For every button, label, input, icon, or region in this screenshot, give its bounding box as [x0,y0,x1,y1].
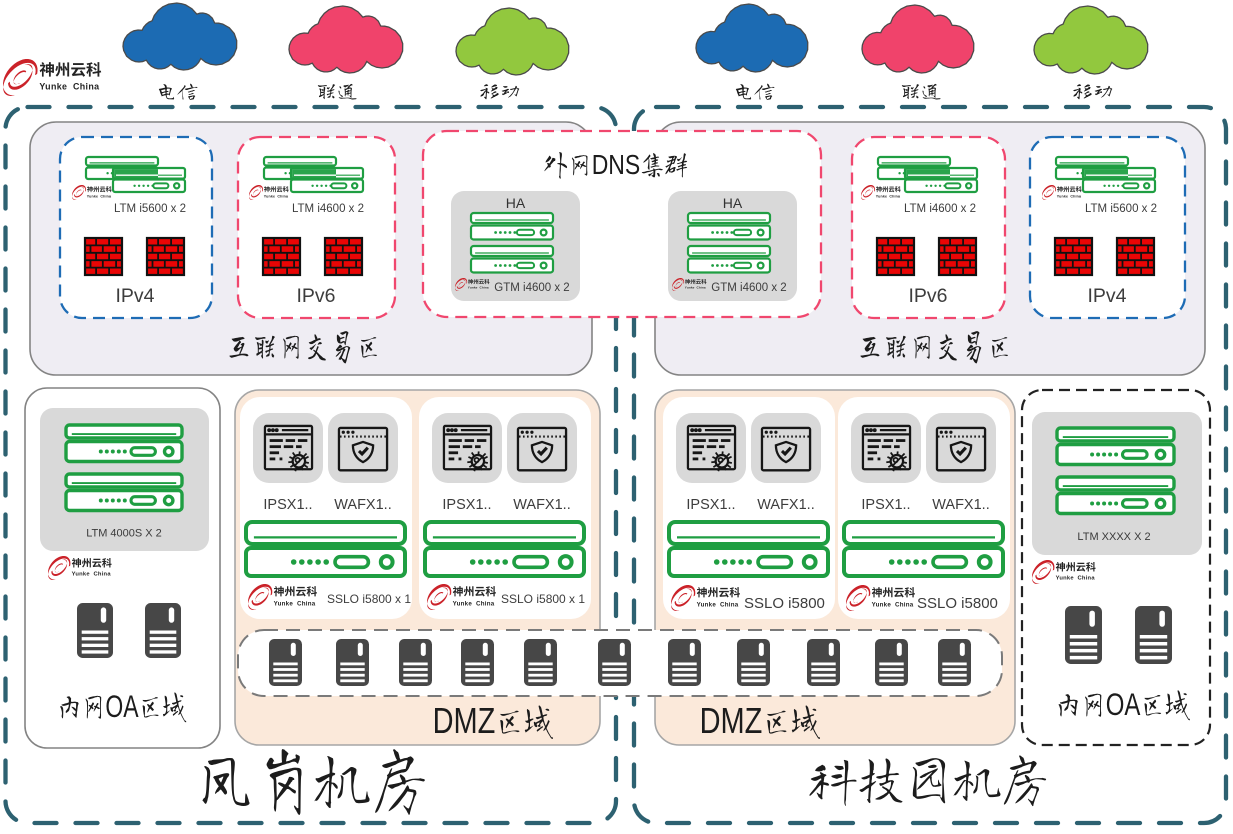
svg-text:Yunke China: Yunke China [72,572,112,578]
svg-text:IPv6: IPv6 [296,285,335,307]
svg-text:LTM i4600 x 2: LTM i4600 x 2 [292,203,364,215]
svg-text:Yunke China: Yunke China [453,600,495,607]
svg-text:Yunke China: Yunke China [685,286,706,290]
svg-text:LTM XXXX X 2: LTM XXXX X 2 [1077,531,1150,543]
svg-text:SSLO i5800: SSLO i5800 [744,595,825,612]
svg-text:LTM i5600 x 2: LTM i5600 x 2 [1085,203,1157,215]
svg-text:Yunke China: Yunke China [876,194,901,198]
svg-text:SSLO i5800: SSLO i5800 [917,595,998,612]
svg-text:IPSX1..: IPSX1.. [686,497,735,513]
svg-text:SSLO i5800 x 1: SSLO i5800 x 1 [501,592,585,606]
svg-text:IPv4: IPv4 [115,285,154,307]
svg-text:Yunke China: Yunke China [264,194,289,198]
svg-text:GTM i4600 x 2: GTM i4600 x 2 [494,282,569,294]
svg-text:IPSX1..: IPSX1.. [263,497,312,513]
svg-text:Yunke China: Yunke China [274,600,316,607]
svg-text:LTM i5600 x 2: LTM i5600 x 2 [114,203,186,215]
svg-text:Yunke China: Yunke China [872,601,914,608]
svg-text:IPv6: IPv6 [908,285,947,307]
svg-text:OA: OA [105,689,139,724]
svg-text:WAFX1..: WAFX1.. [513,497,570,513]
svg-text:IPSX1..: IPSX1.. [861,497,910,513]
svg-text:DMZ: DMZ [700,700,763,741]
svg-text:WAFX1..: WAFX1.. [334,497,391,513]
svg-text:Yunke China: Yunke China [87,194,112,198]
svg-text:Yunke China: Yunke China [697,601,739,608]
svg-text:Yunke China: Yunke China [1056,576,1096,582]
svg-text:LTM 4000S X 2: LTM 4000S X 2 [86,528,162,540]
svg-text:Yunke China: Yunke China [39,81,99,91]
svg-text:DNS: DNS [592,150,641,180]
svg-text:SSLO i5800 x 1: SSLO i5800 x 1 [327,592,411,606]
svg-text:Yunke China: Yunke China [1057,194,1082,198]
svg-text:OA: OA [1106,687,1141,722]
svg-text:DMZ: DMZ [433,700,496,741]
svg-text:Yunke China: Yunke China [468,286,489,290]
svg-text:IPv4: IPv4 [1087,285,1126,307]
svg-text:HA: HA [723,195,743,211]
svg-text:IPSX1..: IPSX1.. [442,497,491,513]
svg-text:LTM i4600 x 2: LTM i4600 x 2 [904,203,976,215]
svg-text:WAFX1..: WAFX1.. [757,497,814,513]
svg-text:WAFX1..: WAFX1.. [932,497,989,513]
svg-text:HA: HA [506,195,526,211]
svg-text:GTM i4600 x 2: GTM i4600 x 2 [711,282,786,294]
